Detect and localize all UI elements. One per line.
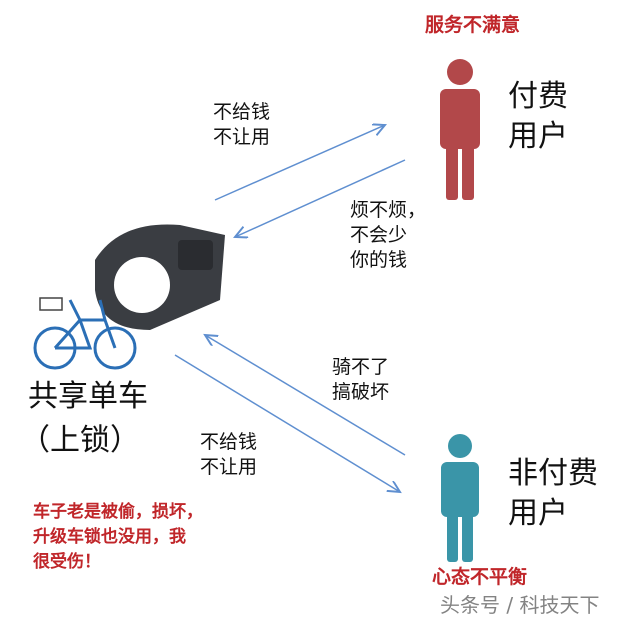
complaint-line: 升级车锁也没用，我 — [33, 527, 186, 547]
label-line: 不让用 — [213, 126, 271, 148]
label-line: 骑不了 — [332, 356, 390, 378]
label-line: 不让用 — [200, 456, 258, 478]
label-bike-to-paid: 不给钱 不让用 — [213, 100, 270, 150]
label-line: 烦不烦， — [350, 199, 427, 221]
unpaid-user-label-2: 用户 — [508, 496, 568, 531]
unpaid-user-label-1: 非付费 — [508, 456, 598, 491]
label-line: 不给钱 — [200, 431, 258, 453]
bicycle-icon — [33, 297, 137, 370]
watermark: 头条号 / 科技天下 — [440, 593, 600, 617]
arrow-paid-to-bike — [235, 159, 406, 237]
label-line: 不会少 — [350, 224, 408, 246]
paid-user-icon — [440, 59, 480, 200]
unpaid-user-status: 心态不平衡 — [432, 566, 528, 588]
paid-user-label-2: 用户 — [508, 119, 568, 154]
paid-user-status: 服务不满意 — [425, 14, 521, 36]
label-line: 你的钱 — [350, 249, 408, 271]
paid-user-label-1: 付费 — [508, 79, 568, 114]
arrow-unpaid-to-bike — [205, 335, 406, 456]
label-line: 不给钱 — [213, 101, 271, 123]
bike-label-1: 共享单车 — [28, 379, 148, 414]
unpaid-user-icon — [441, 434, 479, 562]
arrow-bike-to-paid — [214, 125, 385, 201]
label-unpaid-to-bike: 骑不了 搞破坏 — [332, 355, 389, 405]
complaint-line: 很受伤！ — [33, 552, 101, 572]
bike-label-2: （上锁） — [20, 423, 140, 458]
bike-lock-icon — [95, 224, 225, 330]
label-line: 搞破坏 — [332, 381, 390, 403]
label-bike-to-unpaid: 不给钱 不让用 — [200, 430, 257, 480]
arrow-bike-to-unpaid — [174, 354, 400, 492]
bike-complaint: 车子老是被偷，损坏， 升级车锁也没用，我 很受伤！ — [33, 500, 203, 575]
complaint-line: 车子老是被偷，损坏， — [33, 502, 203, 522]
label-paid-to-bike: 烦不烦， 不会少 你的钱 — [350, 198, 426, 273]
